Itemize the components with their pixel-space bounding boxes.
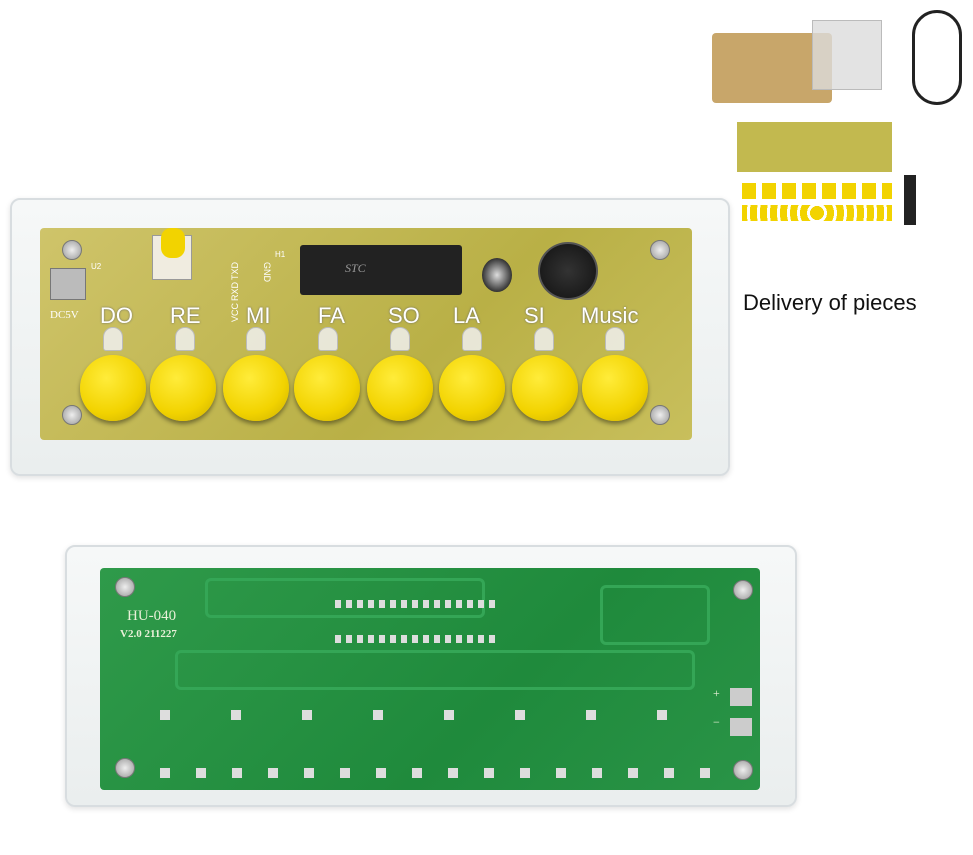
buzzer [538, 242, 598, 300]
power-pad [730, 688, 752, 706]
screw [62, 405, 82, 425]
pad-row [160, 768, 720, 778]
led [318, 327, 338, 351]
key-button-mi [223, 355, 289, 421]
led [175, 327, 195, 351]
led [605, 327, 625, 351]
kit-caption: Delivery of pieces [743, 290, 917, 315]
key-button-la [439, 355, 505, 421]
usb-cable [912, 10, 962, 105]
kit-buttons [742, 183, 892, 199]
note-label-mi: MI [246, 303, 271, 328]
key-button-re [150, 355, 216, 421]
key-button-so [367, 355, 433, 421]
reset-cap [161, 228, 185, 258]
screw [733, 760, 753, 780]
screw [650, 240, 670, 260]
key-button-music [582, 355, 648, 421]
microcontroller-chip: STC [300, 245, 462, 295]
minus-label: − [713, 715, 720, 729]
trace [175, 650, 695, 690]
led [103, 327, 123, 351]
pin-row [335, 635, 495, 643]
screw-bag [812, 20, 882, 90]
plus-label: + [713, 686, 720, 700]
led [534, 327, 554, 351]
usb-connector [50, 268, 86, 300]
trace [205, 578, 485, 618]
pad-row [160, 710, 720, 720]
note-label-si: SI [524, 303, 545, 328]
key-button-si [512, 355, 578, 421]
model-label: HU-040 [127, 608, 177, 624]
pin-row [335, 600, 495, 608]
note-label-music: Music [581, 303, 639, 328]
kit-pcb [737, 122, 892, 172]
version-label: V2.0 211227 [120, 628, 177, 640]
note-label-do: DO [100, 303, 133, 328]
led [462, 327, 482, 351]
screw [115, 577, 135, 597]
header-pins: GND [262, 262, 272, 282]
header-pin-labels: VCC RXD TXD [230, 262, 240, 323]
screw [62, 240, 82, 260]
led [390, 327, 410, 351]
trace [600, 585, 710, 645]
kit-contents-image [712, 5, 967, 260]
screw [733, 580, 753, 600]
key-button-do [80, 355, 146, 421]
screw [650, 405, 670, 425]
capacitor [482, 258, 512, 292]
led [246, 327, 266, 351]
kit-caps [742, 205, 892, 221]
screw [115, 758, 135, 778]
power-pad [730, 718, 752, 736]
note-label-fa: FA [318, 303, 345, 328]
note-label-la: LA [453, 303, 480, 328]
kit-chip [904, 175, 916, 225]
key-button-fa [294, 355, 360, 421]
note-label-so: SO [388, 303, 420, 328]
connector-label: U2 [91, 262, 102, 271]
header-label: H1 [275, 250, 286, 259]
power-label: DC5V [50, 309, 79, 321]
note-label-re: RE [170, 303, 201, 328]
